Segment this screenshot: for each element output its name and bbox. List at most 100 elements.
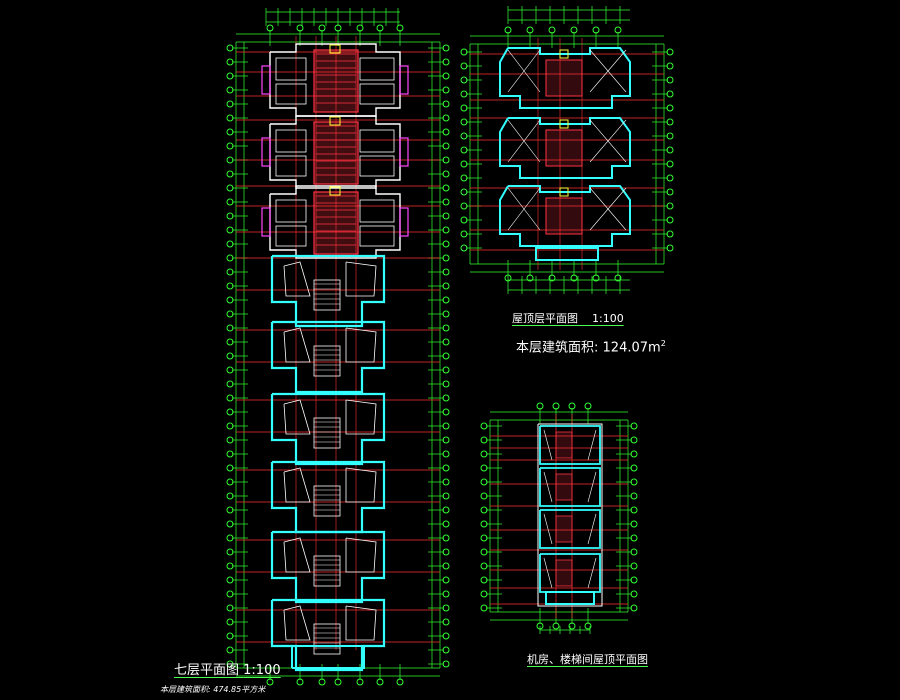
main-axis-bubble — [442, 408, 450, 416]
mach-room-4-slope — [543, 557, 553, 589]
main-axis-bubble — [442, 72, 450, 80]
roof-axis-bubble — [666, 132, 674, 140]
mach-room-2-hatch — [555, 473, 573, 501]
roof-plan-title: 屋顶层平面图 1:100 — [512, 313, 624, 324]
roof-axis-bubble — [666, 146, 674, 154]
roof-axis-bubble — [526, 274, 534, 282]
roof-unit-2-slope — [507, 119, 541, 163]
roof-axis-bubble — [614, 26, 622, 34]
main-axis-bubble — [442, 394, 450, 402]
main-block-3-room — [345, 399, 377, 435]
roof-unit-3-outline — [499, 185, 631, 247]
main-axis-bubble — [226, 352, 234, 360]
main-axis-bubble — [226, 324, 234, 332]
mach-axis-bubble — [480, 534, 488, 542]
roof-unit-3-marker — [559, 187, 569, 197]
main-axis-bubble — [226, 296, 234, 304]
main-block-4-stair — [313, 485, 341, 517]
mach-room-4-slope — [587, 557, 597, 589]
main-axis-bubble — [442, 142, 450, 150]
main-axis-bubble — [226, 436, 234, 444]
main-block-2-room — [345, 327, 377, 363]
main-axis-bubble — [226, 562, 234, 570]
main-block-3-room — [283, 399, 311, 435]
mach-axis-bubble — [480, 590, 488, 598]
main-axis-bubble — [226, 660, 234, 668]
roof-unit-2-outline — [499, 117, 631, 179]
main-axis-bubble — [442, 436, 450, 444]
main-axis-bubble — [442, 352, 450, 360]
main-axis-bubble — [442, 282, 450, 290]
roof-axis-bubble — [666, 90, 674, 98]
main-axis-bubble — [226, 632, 234, 640]
main-unit-3-balcony — [399, 207, 409, 237]
main-unit-2-room — [275, 129, 307, 153]
main-axis-bubble — [396, 24, 404, 32]
main-axis-bubble — [442, 660, 450, 668]
roof-unit-2-stair — [545, 129, 583, 167]
main-axis-bubble — [442, 422, 450, 430]
main-unit-2-balcony — [399, 137, 409, 167]
main-block-5-room — [345, 537, 377, 573]
main-axis-bubble — [226, 548, 234, 556]
main-axis-bubble — [226, 576, 234, 584]
main-axis-bubble — [442, 100, 450, 108]
main-unit-3-room — [275, 199, 307, 223]
roof-axis-bubble — [592, 274, 600, 282]
roof-axis-bubble — [460, 230, 468, 238]
mach-bottom-parapet — [545, 591, 595, 605]
main-block-6-room — [345, 605, 377, 641]
main-axis-bubble — [442, 520, 450, 528]
main-axis-bubble — [226, 142, 234, 150]
mach-axis-bubble — [552, 402, 560, 410]
main-axis-bubble — [442, 646, 450, 654]
main-axis-bubble — [226, 590, 234, 598]
main-unit-2-room — [359, 129, 395, 153]
main-block-1-room — [345, 261, 377, 297]
main-axis-bubble — [376, 24, 384, 32]
main-block-2-room — [283, 327, 311, 363]
mach-axis-bubble — [584, 622, 592, 630]
roof-axis-bubble — [666, 104, 674, 112]
main-block-4-room — [345, 467, 377, 503]
mach-axis-bubble — [630, 492, 638, 500]
mach-axis-bubble — [630, 576, 638, 584]
main-axis-bubble — [442, 156, 450, 164]
main-axis-bubble — [442, 324, 450, 332]
main-unit-2-outline — [269, 115, 401, 189]
main-unit-2-room — [359, 155, 395, 177]
main-axis-bubble — [226, 520, 234, 528]
mach-axis-bubble — [584, 402, 592, 410]
main-axis-bubble — [442, 226, 450, 234]
main-axis-bubble — [442, 380, 450, 388]
roof-axis-bubble — [666, 76, 674, 84]
main-axis-bubble — [442, 450, 450, 458]
roof-unit-1-outline — [499, 47, 631, 109]
mach-axis-bubble — [568, 402, 576, 410]
main-axis-bubble — [296, 24, 304, 32]
roof-plan-area: 本层建筑面积: 124.07m2 — [516, 340, 666, 355]
main-axis-bubble — [442, 562, 450, 570]
roof-axis-bubble — [570, 26, 578, 34]
main-axis-bubble — [226, 408, 234, 416]
roof-axis-bubble — [666, 230, 674, 238]
main-axis-bubble — [334, 678, 342, 686]
main-axis-bubble — [226, 380, 234, 388]
roof-axis-bubble — [460, 118, 468, 126]
main-axis-bubble — [442, 576, 450, 584]
roof-axis-bubble — [666, 202, 674, 210]
roof-axis-bubble — [460, 90, 468, 98]
main-axis-bubble — [266, 678, 274, 686]
roof-axis-bubble — [666, 244, 674, 252]
roof-axis-bubble — [666, 118, 674, 126]
main-axis-bubble — [226, 422, 234, 430]
mach-axis-bubble — [480, 492, 488, 500]
main-unit-2-room — [275, 155, 307, 177]
mach-room-1-hatch — [555, 431, 573, 459]
roof-bottom-parapet — [535, 247, 599, 261]
mach-axis-bubble — [630, 520, 638, 528]
roof-axis-bubble — [460, 76, 468, 84]
main-unit-1-outline — [269, 43, 401, 117]
roof-axis-bubble — [666, 174, 674, 182]
main-axis-bubble — [442, 240, 450, 248]
